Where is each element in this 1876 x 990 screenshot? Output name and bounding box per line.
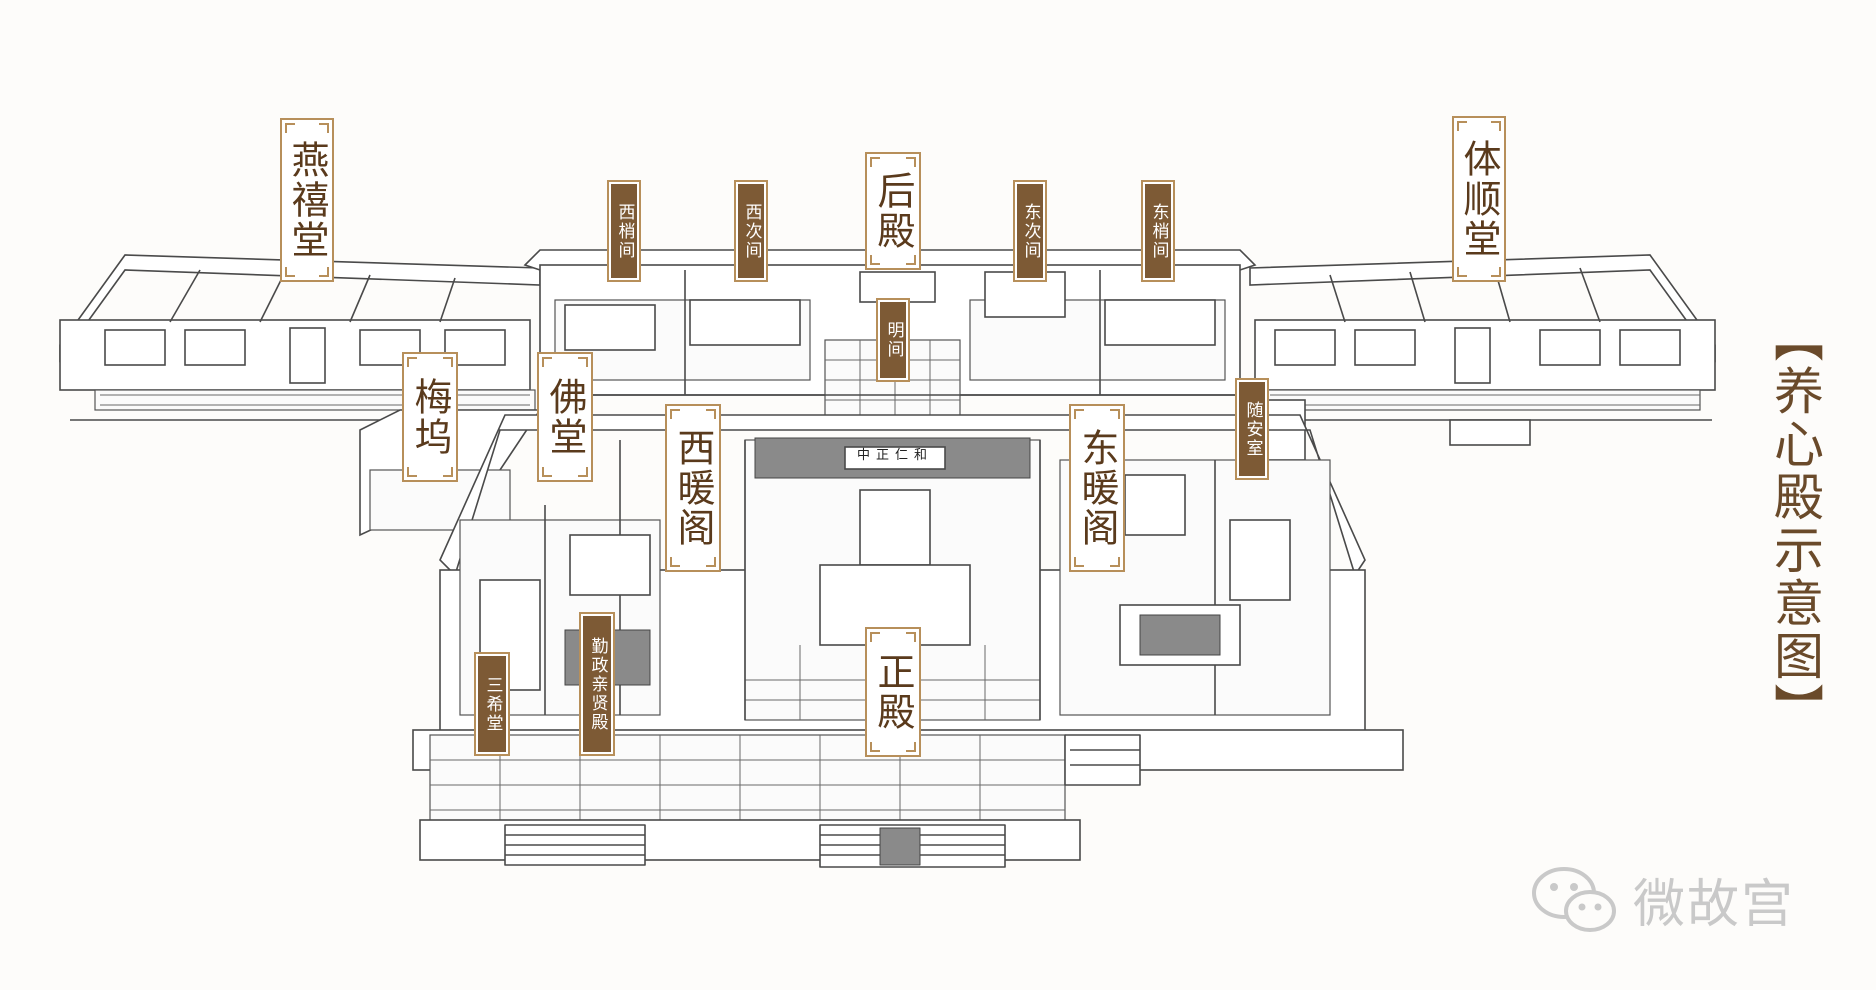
label-meiwu: 梅坞 xyxy=(402,352,458,482)
label-sanxitang: 三希堂 xyxy=(474,652,510,756)
diagram-title: 【养心殿示意图】 xyxy=(1766,312,1824,736)
label-suianshi: 随安室 xyxy=(1235,378,1269,480)
label-dongnuange: 东暖阁 xyxy=(1069,404,1125,572)
label-xinuange: 西暖阁 xyxy=(665,404,721,572)
label-zhengdian: 正殿 xyxy=(865,627,921,757)
hall-plaque-inscription: 中正仁和 xyxy=(856,448,933,463)
label-dongcijian: 东次间 xyxy=(1013,180,1047,282)
watermark: 微故宫 xyxy=(1528,862,1795,937)
label-fotang: 佛堂 xyxy=(537,352,593,482)
label-dongshaojian: 东梢间 xyxy=(1141,180,1175,282)
label-xicijian: 西次间 xyxy=(734,180,768,282)
label-yanxitang: 燕禧堂 xyxy=(280,118,334,282)
east-wing xyxy=(1249,254,1716,446)
label-xishaojian: 西梢间 xyxy=(607,180,641,282)
label-houdian: 后殿 xyxy=(865,152,921,270)
label-tishuntang: 体顺堂 xyxy=(1452,116,1506,282)
wechat-icon xyxy=(1532,866,1616,932)
label-qinzheng: 勤政亲贤殿 xyxy=(579,612,615,756)
watermark-text: 微故宫 xyxy=(1633,875,1796,935)
label-mingjian: 明间 xyxy=(876,298,910,382)
